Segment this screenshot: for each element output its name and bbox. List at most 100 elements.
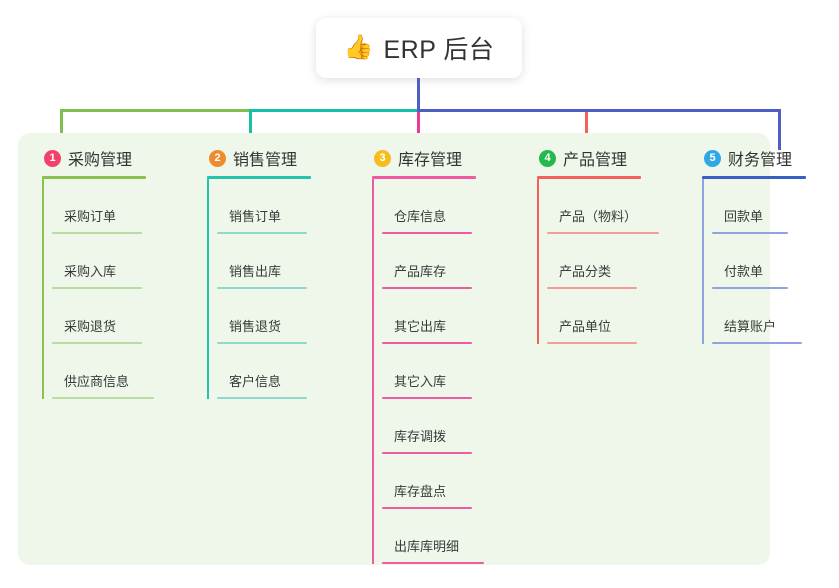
leaf-item[interactable]: 库存调拨: [382, 399, 532, 454]
branch-header-5[interactable]: 5 财务管理: [702, 145, 839, 171]
leaf-list-5: 回款单付款单结算账户: [702, 179, 839, 344]
leaf-rule: [712, 232, 788, 234]
branch-column-4: 4 产品管理 产品（物料） 产品分类产品单位: [537, 145, 697, 344]
bus-segment-green: [60, 109, 418, 112]
leaf-item[interactable]: 出库库明细: [382, 509, 532, 564]
leaf-label: 采购订单: [64, 209, 117, 224]
branch-header-4[interactable]: 4 产品管理: [537, 145, 697, 171]
leaf-rule: [712, 287, 788, 289]
leaf-rule: [547, 232, 659, 234]
leaf-label: 产品库存: [394, 264, 447, 279]
leaf-item[interactable]: 产品（物料）: [547, 179, 697, 234]
leaf-label: 付款单: [724, 264, 764, 279]
leaf-label: 销售订单: [229, 209, 282, 224]
leaf-item[interactable]: 采购入库: [52, 234, 202, 289]
leaf-rule: [52, 232, 142, 234]
leaf-item[interactable]: 其它出库: [382, 289, 532, 344]
leaf-label: 销售退货: [229, 319, 282, 334]
branch-header-2[interactable]: 2 销售管理: [207, 145, 367, 171]
leaf-label: 其它出库: [394, 319, 447, 334]
leaf-rule: [382, 287, 472, 289]
root-node[interactable]: 👍 ERP 后台: [316, 18, 522, 78]
leaf-rule: [217, 342, 307, 344]
bus-segment-teal: [249, 109, 419, 112]
branch-rule-5: [702, 176, 806, 179]
leaf-label: 结算账户: [724, 319, 777, 334]
leaf-label: 产品单位: [559, 319, 612, 334]
leaf-list-2: 销售订单销售出库销售退货客户信息: [207, 179, 367, 399]
leaf-item[interactable]: 仓库信息: [382, 179, 532, 234]
branch-header-3[interactable]: 3 库存管理: [372, 145, 532, 171]
leaf-label: 销售出库: [229, 264, 282, 279]
drop-connector-1: [60, 112, 63, 150]
leaf-spine-4: [537, 179, 539, 344]
leaf-item[interactable]: 产品单位: [547, 289, 697, 344]
leaf-spine-3: [372, 179, 374, 564]
leaf-item[interactable]: 销售订单: [217, 179, 367, 234]
leaf-rule: [52, 397, 154, 399]
branch-number-badge-1: 1: [44, 149, 61, 167]
drop-connector-5: [778, 112, 781, 150]
leaf-rule: [712, 342, 802, 344]
leaf-label: 产品分类: [559, 264, 612, 279]
branch-column-5: 5 财务管理 回款单付款单结算账户: [702, 145, 839, 344]
leaf-spine-5: [702, 179, 704, 344]
leaf-label: 仓库信息: [394, 209, 447, 224]
leaf-item[interactable]: 客户信息: [217, 344, 367, 399]
root-trunk-connector: [417, 78, 420, 111]
leaf-rule: [547, 342, 637, 344]
branch-title-1: 采购管理: [68, 152, 133, 169]
root-title: ERP 后台: [383, 36, 495, 64]
leaf-item[interactable]: 付款单: [712, 234, 839, 289]
branch-number-badge-4: 4: [539, 149, 556, 167]
leaf-rule: [547, 287, 637, 289]
branch-column-2: 2 销售管理 销售订单销售出库销售退货客户信息: [207, 145, 367, 399]
leaf-label: 库存调拨: [394, 429, 447, 444]
bus-segment-blue: [417, 109, 781, 112]
leaf-rule: [382, 397, 472, 399]
leaf-list-4: 产品（物料） 产品分类产品单位: [537, 179, 697, 344]
branch-column-1: 1 采购管理 采购订单采购入库采购退货供应商信息: [42, 145, 202, 399]
leaf-item[interactable]: 销售出库: [217, 234, 367, 289]
leaf-rule: [382, 342, 472, 344]
leaf-rule: [217, 397, 307, 399]
leaf-item[interactable]: 回款单: [712, 179, 839, 234]
leaf-item[interactable]: 产品库存: [382, 234, 532, 289]
leaf-item[interactable]: 库存盘点: [382, 454, 532, 509]
drop-connector-2: [249, 112, 252, 150]
leaf-label: 客户信息: [229, 374, 282, 389]
branch-column-3: 3 库存管理 仓库信息产品库存其它出库其它入库库存调拨库存盘点出库库明细: [372, 145, 532, 564]
leaf-rule: [52, 287, 142, 289]
branch-number-badge-3: 3: [374, 149, 391, 167]
leaf-item[interactable]: 供应商信息: [52, 344, 202, 399]
leaf-rule: [52, 342, 142, 344]
branch-number-badge-5: 5: [704, 149, 721, 167]
leaf-rule: [217, 232, 307, 234]
branch-title-5: 财务管理: [728, 152, 793, 169]
leaf-item[interactable]: 产品分类: [547, 234, 697, 289]
diagram-panel: [18, 133, 770, 565]
leaf-list-3: 仓库信息产品库存其它出库其它入库库存调拨库存盘点出库库明细: [372, 179, 532, 564]
leaf-item[interactable]: 结算账户: [712, 289, 839, 344]
branch-header-1[interactable]: 1 采购管理: [42, 145, 202, 171]
leaf-rule: [382, 232, 472, 234]
leaf-item[interactable]: 采购退货: [52, 289, 202, 344]
leaf-spine-1: [42, 179, 44, 399]
leaf-label: 采购入库: [64, 264, 117, 279]
leaf-rule: [382, 507, 472, 509]
leaf-label: 采购退货: [64, 319, 117, 334]
leaf-label: 出库库明细: [394, 539, 460, 554]
leaf-item[interactable]: 销售退货: [217, 289, 367, 344]
leaf-label: 库存盘点: [394, 484, 447, 499]
leaf-list-1: 采购订单采购入库采购退货供应商信息: [42, 179, 202, 399]
leaf-label: 供应商信息: [64, 374, 130, 389]
branch-rule-2: [207, 176, 311, 179]
leaf-item[interactable]: 其它入库: [382, 344, 532, 399]
leaf-rule: [217, 287, 307, 289]
branch-title-2: 销售管理: [233, 152, 298, 169]
branch-title-3: 库存管理: [398, 152, 463, 169]
thumbs-up-icon: 👍: [343, 34, 374, 61]
leaf-item[interactable]: 采购订单: [52, 179, 202, 234]
leaf-rule: [382, 562, 484, 564]
